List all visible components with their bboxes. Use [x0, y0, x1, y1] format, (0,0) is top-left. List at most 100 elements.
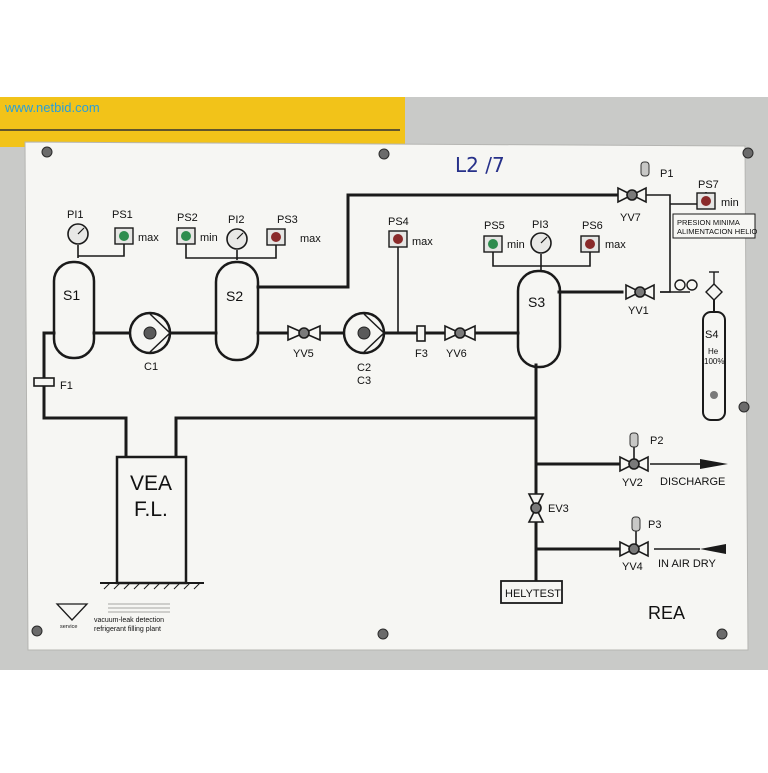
pilot-light-icon	[143, 326, 157, 340]
helium-note: PRESION MINIMA ALIMENTACION HELIO	[672, 213, 757, 239]
gauge-pi3: PI3	[530, 219, 552, 254]
valve-yv6-label: YV6	[446, 348, 467, 360]
vessel-s2: S2	[214, 260, 260, 362]
switch-ps4: PS4 max	[388, 216, 433, 248]
company-footer: service vacuum-leak detection refrigeran…	[55, 603, 170, 633]
knob-p2: P2	[629, 432, 663, 448]
vea-box-line2: F.L.	[134, 498, 168, 521]
switch-ps6-mode: max	[605, 239, 626, 251]
knob-icon	[629, 432, 639, 448]
valve-yv4-label: YV4	[622, 561, 643, 573]
plant-code: REA	[648, 603, 685, 623]
valve-yv7-label: YV7	[620, 212, 641, 224]
company-logo-icon	[55, 603, 89, 621]
air-inlet-arrow-icon	[700, 544, 726, 554]
switch-ps5: PS5 min	[483, 220, 525, 253]
vessel-s1-label: S1	[63, 287, 80, 303]
red-lamp-icon	[271, 232, 281, 242]
valve-yv6	[444, 324, 476, 342]
valve-yv5	[287, 324, 321, 342]
regulator-gauge-icon	[674, 279, 686, 291]
screw-icon	[31, 625, 43, 637]
regulator-gauge-icon	[686, 279, 698, 291]
switch-ps6-label: PS6	[582, 220, 603, 232]
red-lamp-icon	[701, 196, 711, 206]
screw-icon	[716, 628, 728, 640]
switch-ps7-mode: min	[721, 197, 739, 209]
knob-p1: P1	[640, 161, 673, 180]
switch-ps7-label: PS7	[698, 179, 719, 191]
valve-ev3	[527, 493, 545, 523]
helium-note-line1: PRESION MINIMA	[677, 218, 740, 227]
switch-ps3-mode: max	[300, 233, 321, 245]
helytest-box: HELYTEST	[500, 580, 563, 604]
yellow-tape	[0, 97, 405, 147]
green-lamp-icon	[488, 239, 498, 249]
compressor-c2: C2 C3	[342, 311, 386, 387]
vessel-s3-label: S3	[528, 294, 545, 310]
compressor-c1-label: C1	[144, 361, 158, 373]
valve-yv7	[617, 186, 647, 204]
switch-ps7: PS7 min	[696, 179, 739, 210]
vea-box: VEA F.L.	[100, 455, 204, 590]
valve-yv2	[619, 455, 649, 473]
green-lamp-icon	[119, 231, 129, 241]
vessel-s1: S1	[52, 260, 96, 360]
screws	[31, 146, 754, 640]
switch-ps6: PS6 max	[580, 220, 626, 253]
discharge-arrow-icon	[700, 459, 728, 469]
company-brand: service	[60, 624, 77, 630]
helium-bottle-purity: 100%	[704, 357, 724, 366]
compressor-c1: C1	[128, 311, 172, 373]
screw-icon	[738, 401, 750, 413]
switch-ps5-label: PS5	[484, 220, 505, 232]
gauge-pi2-label: PI2	[228, 214, 245, 226]
switch-ps1-label: PS1	[112, 209, 133, 221]
valve-yv5-label: YV5	[293, 348, 314, 360]
switch-ps2-label: PS2	[177, 212, 198, 224]
helytest-label: HELYTEST	[505, 588, 561, 600]
pilot-light-icon	[710, 391, 718, 399]
company-line2: refrigerant filling plant	[94, 626, 161, 633]
helium-note-line2: ALIMENTACION HELIO	[677, 227, 757, 236]
helium-regulator	[674, 271, 723, 312]
switch-ps5-mode: min	[507, 239, 525, 251]
diagram-panel	[24, 141, 749, 651]
valves	[287, 186, 655, 558]
signal-lines	[77, 192, 707, 550]
compressor-c3-label: C3	[357, 375, 371, 387]
red-lamp-icon	[393, 234, 403, 244]
knob-p2-label: P2	[650, 435, 663, 447]
valve-yv1	[625, 283, 655, 301]
switch-ps1: PS1 max	[112, 209, 159, 245]
knob-icon	[631, 516, 641, 532]
gauge-pi3-label: PI3	[532, 219, 549, 231]
filter-f1-label: F1	[60, 380, 73, 392]
knob-p1-label: P1	[660, 168, 673, 180]
knob-icon	[640, 161, 650, 177]
gauge-pi1-label: PI1	[67, 209, 84, 221]
gauge-pi2: PI2	[226, 214, 248, 250]
vea-box-line1: VEA	[130, 472, 172, 495]
switch-ps2-mode: min	[200, 232, 218, 244]
vessel-s2-label: S2	[226, 288, 243, 304]
switch-ps3: PS3 max	[266, 214, 321, 246]
filter-f1: F1	[33, 377, 73, 392]
screw-icon	[377, 628, 389, 640]
screw-icon	[742, 147, 754, 159]
helium-bottle: S4 He 100%	[702, 311, 726, 421]
knob-p3-label: P3	[648, 519, 661, 531]
switch-ps4-mode: max	[412, 236, 433, 248]
helium-bottle-gas: He	[708, 347, 719, 356]
in-air-dry-label: IN AIR DRY	[658, 558, 717, 570]
gauge-pi1: PI1	[67, 209, 89, 245]
discharge-label: DISCHARGE	[660, 476, 725, 488]
screw-icon	[378, 148, 390, 160]
knob-p3: P3	[631, 516, 661, 532]
valve-yv2-label: YV2	[622, 477, 643, 489]
handwritten-note: L2 /7	[455, 153, 505, 177]
vessel-s3: S3	[516, 269, 562, 369]
switch-ps2: PS2 min	[176, 212, 218, 245]
